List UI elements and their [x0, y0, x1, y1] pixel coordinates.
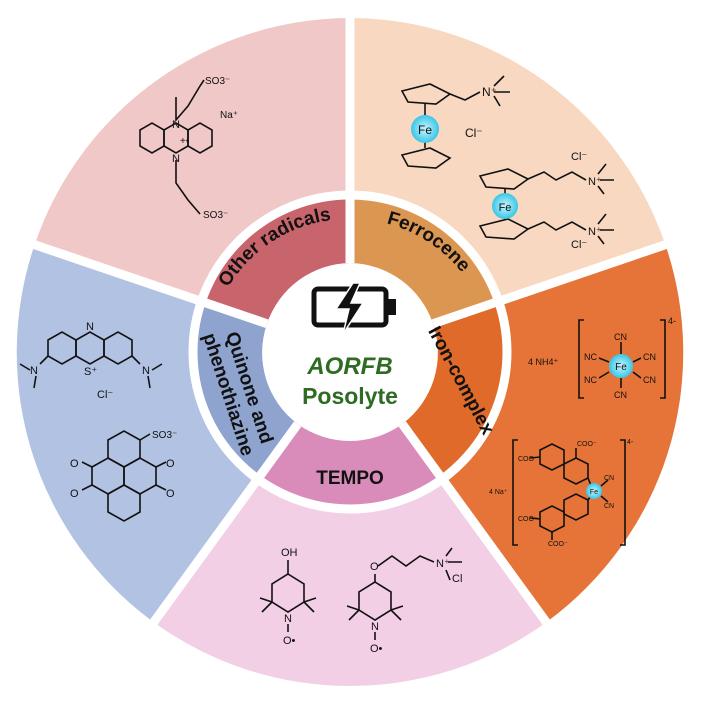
molecule-tempo-oh: OH N O• [259, 547, 317, 647]
bipy-coo-2: COO⁻ [518, 456, 538, 463]
bipy-coo-4: COO⁻ [548, 541, 568, 548]
mb-n-center: N [86, 321, 94, 333]
bipy-cn-2: CN [604, 503, 614, 510]
molecule-ferrocene-1: Fe N⁺ Cl⁻ [400, 75, 510, 169]
bipy-counterion: 4 Na⁺ [489, 489, 508, 496]
tempo-oh-hydroxyl: OH [281, 547, 298, 559]
phenazine-so3-bottom: SO3⁻ [203, 210, 228, 221]
bipy-cn-1: CN [604, 475, 614, 482]
sector-outer-tempo [153, 479, 547, 686]
sector-outer-ferrocene [350, 18, 666, 302]
center-title: AORFB [306, 353, 392, 380]
ferrocene2-fe: Fe [499, 202, 512, 214]
mb-n-right: N [142, 365, 150, 377]
mb-s: S⁺ [84, 366, 97, 378]
phenazine-n-top: N [172, 119, 180, 131]
sector-outer-iron-complex [442, 244, 684, 623]
ferrocene1-amine: N⁺ [482, 85, 497, 99]
molecule-ferricyanide: 4 NH4⁺ 4- Fe CN CN NC NC CN CN [528, 316, 676, 400]
ferricyanide-nc-left1: NC [584, 352, 597, 362]
molecule-phenazine-radical: N N +• SO3⁻ SO3⁻ Na⁺ [139, 76, 238, 221]
ferricyanide-cn-right2: CN [643, 375, 656, 385]
label-tempo: TEMPO [316, 468, 384, 489]
phenazine-n-bottom: N [172, 153, 180, 165]
ferricyanide-cn-top: CN [614, 332, 627, 342]
pq-o3: O [166, 458, 175, 470]
bipy-charge: 4- [627, 439, 634, 446]
tempo-tma-counterion: Cl [452, 573, 462, 585]
tempo-tma-o: O• [370, 643, 383, 655]
ferrocene2-amine-top: N⁺ [588, 176, 602, 188]
bipy-fe: Fe [590, 489, 598, 496]
center-hub: AORFB Posolyte [264, 266, 436, 438]
pq-so3: SO3⁻ [152, 430, 177, 441]
pq-o1: O [70, 458, 79, 470]
tempo-tma-ammonium: N⁺ [436, 558, 450, 570]
mb-counterion: Cl⁻ [97, 389, 113, 401]
sector-outer-other-radicals [34, 18, 350, 302]
molecule-tempo-tma: O N⁺ Cl N O• [346, 547, 462, 655]
pq-o4: O [166, 488, 175, 500]
ferricyanide-cn-bottom: CN [614, 390, 627, 400]
sector-inner-ferrocene [350, 195, 498, 324]
phenazine-charge: +• [180, 136, 190, 147]
ferricyanide-fe: Fe [615, 362, 627, 373]
pq-o2: O [70, 488, 79, 500]
tempo-oh-o: O• [283, 635, 296, 647]
ferrocene1-counterion: Cl⁻ [465, 126, 483, 140]
molecule-methylene-blue: N S⁺ N N Cl⁻ [19, 321, 163, 401]
sector-inner-other-radicals [202, 195, 350, 324]
bipy-coo-1: COO⁻ [577, 441, 597, 448]
ferrocene2-amine-bottom: N⁺ [588, 226, 602, 238]
sector-dividers [29, 14, 671, 629]
molecule-pyrene-quinone: SO3⁻ O O O O [70, 430, 177, 522]
ferrocene2-counterion-bottom: Cl⁻ [571, 239, 587, 251]
phenazine-so3-top: SO3⁻ [205, 76, 230, 87]
sector-inner-tempo [257, 424, 443, 509]
ferricyanide-charge: 4- [668, 316, 676, 326]
molecule-bipyridyl-complex: 4 Na⁺ 4- Fe CN CN COO⁻ COO⁻ COO⁻ COO⁻ [489, 439, 634, 548]
ferricyanide-nc-left2: NC [584, 375, 597, 385]
ferricyanide-counterion: 4 NH4⁺ [528, 357, 559, 367]
phenazine-counterion: Na⁺ [220, 110, 238, 121]
ferrocene2-counterion-top: Cl⁻ [571, 151, 587, 163]
tempo-oh-n: N [284, 613, 292, 625]
ferricyanide-cn-right1: CN [643, 352, 656, 362]
center-subtitle: Posolyte [302, 383, 398, 409]
ferrocene1-fe: Fe [418, 123, 432, 137]
tempo-tma-ether-o: O [370, 561, 379, 573]
tempo-tma-n: N [371, 621, 379, 633]
bipy-coo-3: COO⁻ [518, 516, 538, 523]
battery-bolt-icon [311, 282, 396, 335]
mb-n-left: N [30, 365, 38, 377]
molecule-ferrocene-2: Fe N⁺ N⁺ Cl⁻ Cl⁻ [478, 151, 614, 251]
